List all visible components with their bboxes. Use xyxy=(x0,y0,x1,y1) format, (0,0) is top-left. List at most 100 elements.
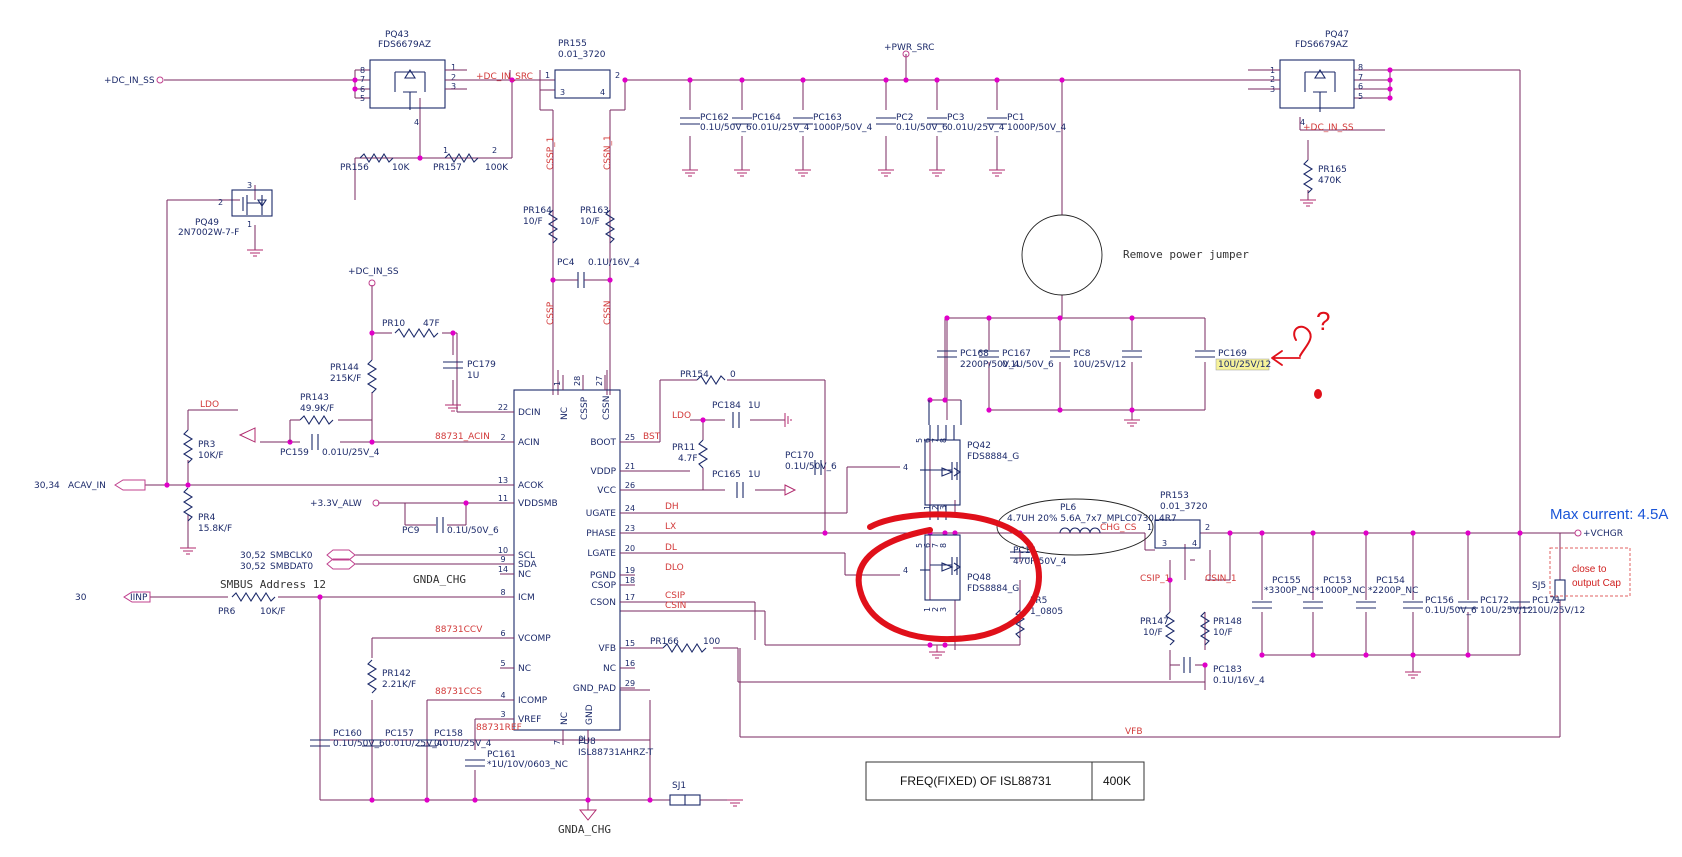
pq43-pin: 5 xyxy=(360,94,365,103)
pq48-pin: 3 xyxy=(939,607,948,612)
pq48-ref: PQ48 xyxy=(967,573,991,583)
pq48-part: FDS8884_G xyxy=(967,584,1019,594)
ic-pin-name: VCOMP xyxy=(518,634,551,644)
pc169-value: 10U/25V/12 xyxy=(1218,360,1271,370)
ic-pin-name: NC xyxy=(518,570,531,580)
pr142-value: 2.21K/F xyxy=(382,680,416,690)
ic-pin-name: ICOMP xyxy=(518,696,548,706)
smbdat-label: SMBDAT0 xyxy=(270,562,313,572)
pq42-pin: 1 xyxy=(923,505,932,510)
pr164-ref: PR164 xyxy=(523,206,552,216)
pq47-pin: 5 xyxy=(1358,92,1363,101)
ic-pin-name: UGATE xyxy=(586,509,617,519)
ground-symbols xyxy=(180,169,1421,821)
pq49-ref: PQ49 xyxy=(195,218,219,228)
smbclk-label: SMBCLK0 xyxy=(270,551,313,561)
pc156-ref: PC156 xyxy=(1425,596,1454,606)
ic-pin-name: CSSN xyxy=(602,396,612,420)
pq49-pin: 1 xyxy=(247,220,252,229)
pl6-value: 4.7UH 20% 5.6A_7x7_MPLC0730L4R7 xyxy=(1007,514,1177,524)
ic-pin-name: VREF xyxy=(518,715,541,725)
pr164-value: 10/F xyxy=(523,217,543,227)
net-cssp: CSSP xyxy=(546,301,556,325)
ic-pin-number: 4 xyxy=(500,691,505,700)
pr154-value: 0 xyxy=(730,370,736,380)
pr6-value: 10K/F xyxy=(260,607,286,617)
pq48-pin: 2 xyxy=(931,607,940,612)
net-3v3-alw: +3.3V_ALW xyxy=(310,499,362,509)
net-dc-in-ss-mid: +DC_IN_SS xyxy=(348,267,399,277)
net-pwr-src: +PWR_SRC xyxy=(884,43,934,53)
ic-pin-number: 7 xyxy=(553,740,562,745)
ic-pin-number: 17 xyxy=(625,593,635,602)
ic-pin-number: 16 xyxy=(625,659,635,668)
net-ccs: 88731CCS xyxy=(435,687,482,697)
pc4-value: 0.1U/16V_4 xyxy=(588,258,640,268)
net-dl: DL xyxy=(665,543,677,553)
pq42-pin: 7 xyxy=(931,438,940,443)
pr156-value: 10K xyxy=(392,163,410,173)
acav-in-label: ACAV_IN xyxy=(68,481,106,491)
ic-pin-number: 8 xyxy=(500,588,505,597)
transistor-pq49: 2 3 1 PQ49 2N7002W-7-F xyxy=(178,181,273,238)
ic-pin-name: NC xyxy=(603,664,616,674)
freq-table-label: FREQ(FIXED) OF ISL88731 xyxy=(900,774,1052,788)
net-gnda-chg-mid: GNDA_CHG xyxy=(413,573,466,586)
pc153-value: *1000P_NC xyxy=(1315,586,1365,596)
net-dlo: DLO xyxy=(665,563,684,573)
pc170-ref: PC170 xyxy=(785,451,814,461)
ic-pu8: 22DCIN2ACIN13ACOK11VDDSMB10SCL9SDA14NC8I… xyxy=(498,375,654,758)
pc179-ref: PC179 xyxy=(467,360,496,370)
net-ldo-left: LDO xyxy=(200,400,219,410)
pc169-ref: PC169 xyxy=(1218,349,1247,359)
ic-pin-number: 29 xyxy=(625,679,635,688)
ic-pin-name: CSON xyxy=(590,598,616,608)
close-to-note-line1: close to xyxy=(1572,564,1607,575)
pq47-pin: 8 xyxy=(1358,63,1363,72)
pq48-pin: 6 xyxy=(923,543,932,548)
wires xyxy=(145,54,1575,810)
pc169-highlight xyxy=(1215,358,1270,371)
pc172-value: 10U/25V/12 xyxy=(1480,606,1533,616)
ic-pin-number: 23 xyxy=(625,524,635,533)
ic-pin-number: 25 xyxy=(625,433,635,442)
pq43-pin: 8 xyxy=(360,66,365,75)
pr148-value: 10/F xyxy=(1213,628,1233,638)
power-nets: +DC_IN_SS +DC_IN_SRC +PWR_SRC +DC_IN_SS … xyxy=(104,43,1623,539)
junction-dots xyxy=(164,67,1523,803)
pr154-ref: PR154 xyxy=(680,370,709,380)
transistor-pq43: PQ43 FDS6679AZ 8 7 6 5 1 2 3 4 xyxy=(360,30,467,127)
pc162-ref: PC162 xyxy=(700,113,729,123)
ic-pin-name: GND_PAD xyxy=(573,684,616,694)
pq42-pin: 2 xyxy=(931,505,940,510)
pc184-value: 1U xyxy=(748,401,760,411)
pc156-value: 0.1U/50V_6 xyxy=(1425,606,1477,616)
close-to-note-line2: output Cap xyxy=(1572,578,1621,589)
pc184-ref: PC184 xyxy=(712,401,741,411)
pr155-pin: 1 xyxy=(545,71,550,80)
smbus-note: SMBUS Address 12 xyxy=(220,578,326,591)
ic-pin-name: PHASE xyxy=(586,529,616,539)
pq42-pin: 8 xyxy=(939,438,948,443)
ic-pin-number: 13 xyxy=(498,476,508,485)
pq42-pin: 3 xyxy=(939,505,948,510)
pq43-pin: 1 xyxy=(451,63,456,72)
ic-pin-number: 19 xyxy=(625,566,635,575)
pr5-ref: PR5 xyxy=(1030,596,1047,606)
transistor-pq47: PQ47 FDS6679AZ 1 2 3 8 7 6 5 4 xyxy=(1248,30,1363,127)
pq48-pin: 8 xyxy=(939,543,948,548)
ic-pin-name: NC xyxy=(560,712,570,725)
freq-table: FREQ(FIXED) OF ISL88731 400K xyxy=(865,761,1145,801)
pc14-ref: PC14 xyxy=(1013,546,1036,556)
red-question-mark xyxy=(1293,325,1312,357)
pc161-ref: PC161 xyxy=(487,750,516,760)
pc158-ref: PC158 xyxy=(434,729,463,739)
net-cssp-1: CSSP_1 xyxy=(546,137,556,170)
pq48-pin: 7 xyxy=(931,543,940,548)
pc159-value: 0.01U/25V_4 xyxy=(322,448,380,458)
ic-pin-number: 20 xyxy=(625,544,635,553)
pr5-value: 1_0805 xyxy=(1030,607,1063,617)
transistor-pq42: 5 6 7 8 1 2 3 4 PQ42 FDS8884_G xyxy=(903,400,1019,520)
pq42-pin: 6 xyxy=(923,438,932,443)
pr143-value: 49.9K/F xyxy=(300,404,334,414)
